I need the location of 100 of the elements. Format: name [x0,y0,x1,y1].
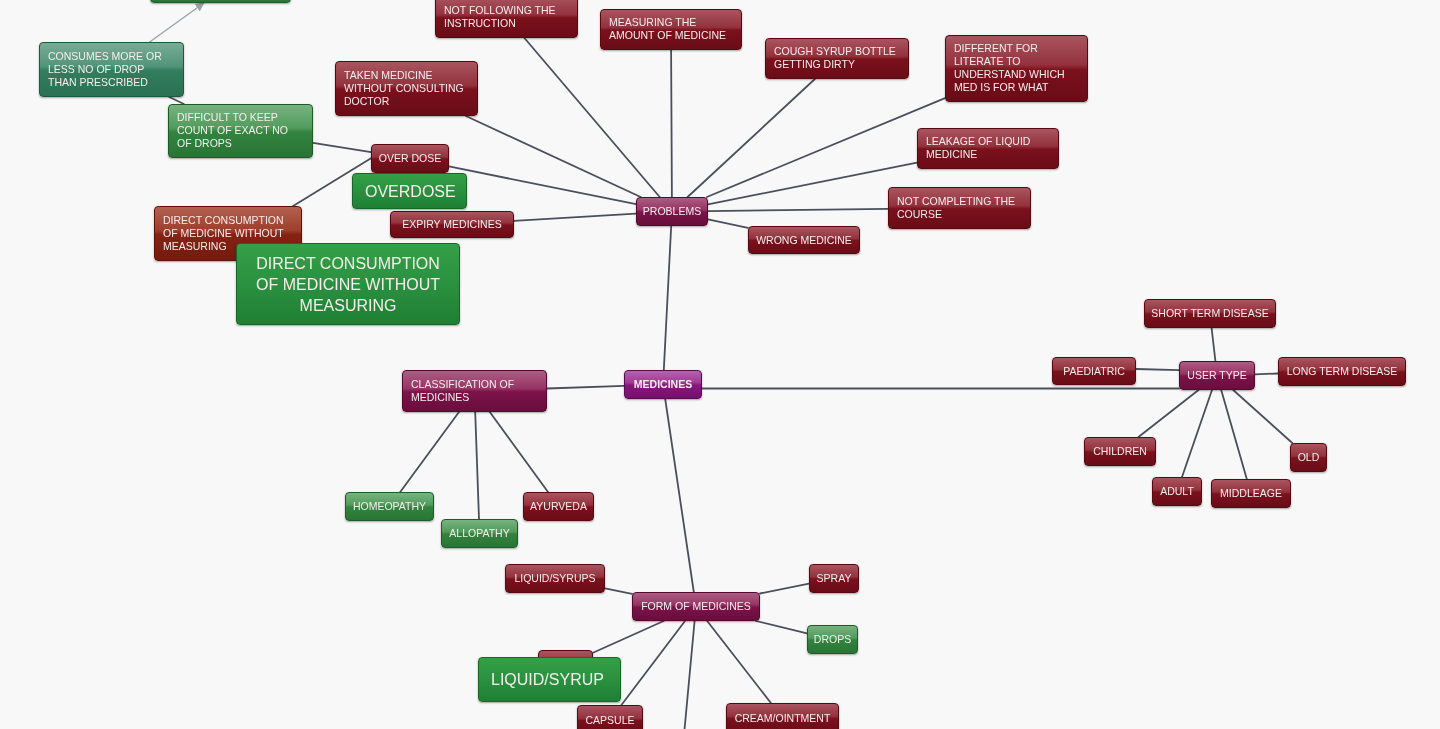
topic-node [765,38,909,79]
topic-label: SPRAY [816,572,852,585]
connector-line [670,49,673,198]
connector-line [1137,389,1200,438]
topic-label: LIQUID/SYRUPS [514,572,596,585]
connector-line [399,411,460,493]
topic-label: CLASSIFICATION OF MEDICINES [411,377,516,404]
connector-line [664,398,695,593]
arrow [149,2,205,43]
topic-label: OVER DOSE [378,152,442,165]
topic-node [1144,299,1276,328]
topic-node [505,564,605,593]
topic-label: ALLOPATHY [449,527,510,540]
connector-line [546,384,625,390]
topic-node [1179,361,1255,390]
topic-node [600,9,742,50]
connector-line [312,141,372,154]
connector-line [168,96,185,105]
connector-line [706,97,946,198]
topic-label: DIFFICULT TO KEEP COUNT OF EXACT NO OF DROPS [177,111,290,150]
connector-line [707,208,889,212]
connector-line [1254,372,1279,376]
topic-node [1084,437,1156,466]
connector-line [1220,389,1248,480]
topic-node [632,592,760,621]
connector-line [620,620,686,706]
topic-label: LEAKAGE OF LIQUID MEDICINE [926,135,1032,161]
topic-label: LIQUID/SYRUP [491,670,604,690]
topic-label: CONSUMES MORE OR LESS NO OF DROP THAN PRESCRIBED [48,49,163,89]
connector-line [592,620,665,654]
topic-label: PAEDIATRIC [1063,364,1125,378]
topic-label: COUGH SYRUP BOTTLE GETTING DIRTY [774,45,897,71]
topic-label: AYURVEDA [530,500,587,513]
connector-line [604,587,633,595]
topic-node [39,42,184,97]
topic-label: MIDDLEAGE [1220,487,1282,500]
topic-node [523,492,594,521]
connector-line [474,411,480,520]
topic-node [888,187,1031,229]
topic-label: PROBLEMS [642,205,702,218]
topic-label: SHORT TERM DISEASE [1151,307,1269,320]
connector-line [707,161,918,206]
topic-node [624,370,702,399]
connector-line [523,37,661,198]
topic-node [1211,479,1291,508]
topic-label: NOT COMPLETING THE COURSE [897,194,1017,221]
topic-node [809,564,859,593]
topic-node [402,370,547,412]
topic-node [748,226,860,254]
topic-label: CAPSULE [585,713,635,727]
topic-label: USER TYPE [1187,369,1247,382]
connector-line [755,620,808,635]
topic-label: MEASURING THE AMOUNT OF MEDICINE [609,16,728,42]
topic-label: LONG TERM DISEASE [1286,365,1398,378]
topic-label: DROPS [813,633,852,646]
topic-label: EXPIRY MEDICINES [402,218,502,231]
topic-label: DIRECT CONSUMPTION OF MEDICINE WITHOUT MEASURING [163,213,285,253]
connector-line [662,225,673,371]
topic-node [435,0,578,38]
connector-line [707,218,749,229]
connector-line [448,165,637,206]
connector-line [465,115,642,198]
connector-line [1135,368,1180,371]
connector-line [1210,327,1217,362]
connector-line [683,620,696,729]
topic-node [636,197,708,226]
topic-label: HOMEOPATHY [352,500,427,513]
topic-label: FORM OF MEDICINES [641,600,751,613]
topic-node [1278,357,1406,386]
connector-line [1181,389,1213,478]
topic-node [807,625,858,654]
topic-label: ADULT [1160,485,1194,498]
connector-line [759,582,810,595]
topic-node [726,703,839,729]
topic-label: TAKEN MEDICINE WITHOUT CONSULTING DOCTOR [344,68,465,108]
preview-tooltip [236,243,460,325]
connector-line [513,212,637,222]
topic-label: OLD [1297,451,1320,464]
topic-label: NOT FOLLOWING THE INSTRUCTION [444,3,557,30]
topic-label: MEDICINES [633,378,693,391]
topic-node [335,61,478,116]
topic-label: DIRECT CONSUMPTION OF MEDICINE WITHOUT MEASURING [255,253,441,316]
connector-line [701,387,1180,390]
topic-node [1290,443,1327,472]
topic-node [441,519,518,548]
topic-node [390,211,514,238]
topic-node [345,492,434,521]
topic-node [917,128,1059,169]
topic-label: DIFFERENT FOR LITERATE TO UNDERSTAND WHICH MED IS FOR WHAT [954,42,1066,94]
topic-node [945,35,1088,102]
topic-node [1152,477,1202,506]
connector-line [686,78,816,198]
topic-label: CREAM/OINTMENT [734,711,831,725]
connector-line [1232,389,1294,444]
preview-tooltip [352,173,467,209]
connector-line [706,620,772,704]
connector-line [292,157,372,207]
topic-node [577,705,643,729]
topic-label: OVERDOSE [365,181,456,202]
topic-node [1052,357,1136,385]
